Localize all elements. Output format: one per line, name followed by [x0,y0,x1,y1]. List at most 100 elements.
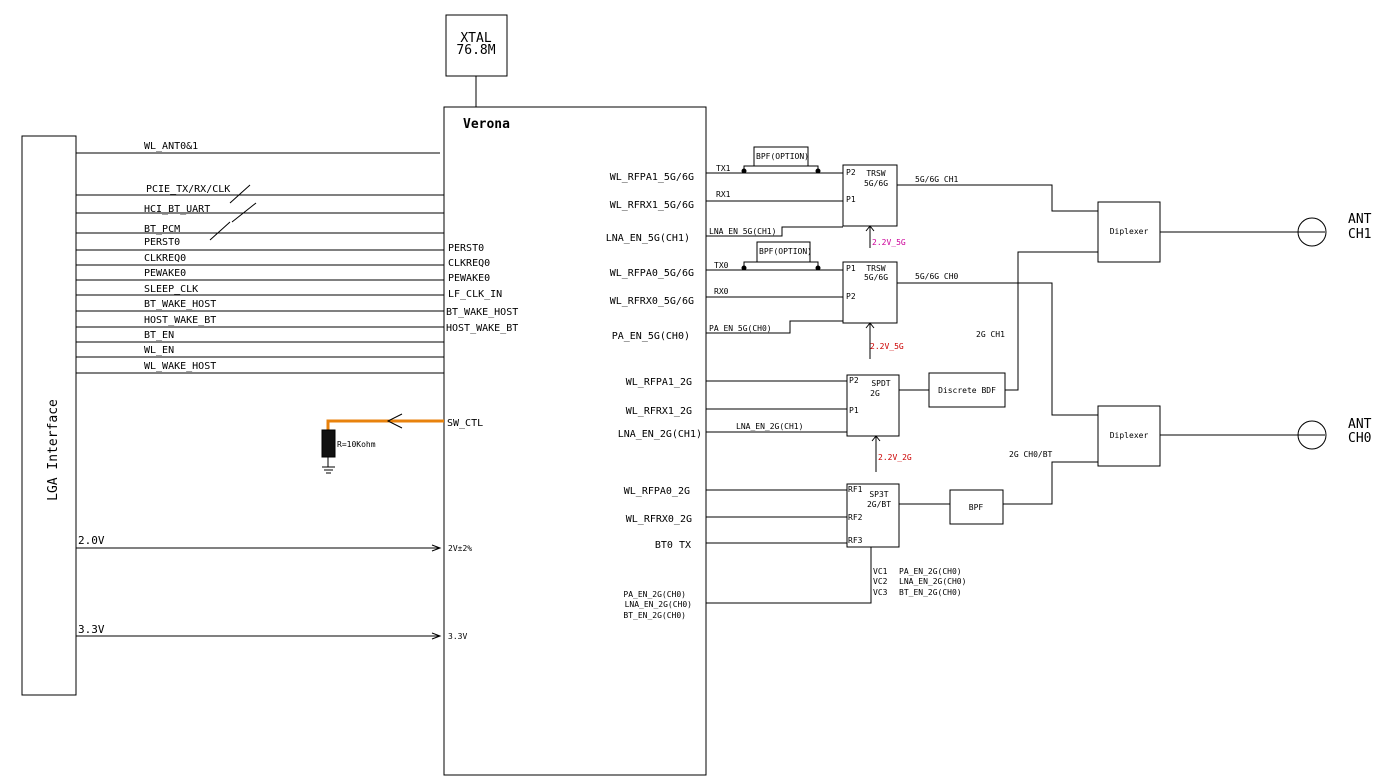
path-5g-ch1: BPF(OPTION) TX1 RX1 LNA_EN_5G(CH1) [706,146,843,237]
pin-lf-clk-in: LF_CLK_IN [448,289,502,300]
lga-signal-labels: WL_ANT0&1 PCIE_TX/RX/CLK HCI_BT_UART BT_… [144,141,230,372]
sw-ctl-circuit: R=10Kohm [321,413,444,474]
sp3t-vc1-signal: PA_EN_2G(CH0) [899,567,962,576]
pin-bt-en-2g-ch0: BT_EN_2G(CH0) [623,611,686,620]
diplexer-ch1-label: Diplexer [1110,227,1149,236]
net-5g6g-ch1: 5G/6G CH1 [915,175,959,184]
spdt-pin-p1: P1 [849,406,859,415]
sp3t-pin-vc3: VC3 [873,588,888,597]
pin-wl-rfrx1-2g: WL_RFRX1_2G [626,406,692,417]
sp3t-controls: VC1 VC2 VC3 PA_EN_2G(CH0) LNA_EN_2G(CH0)… [873,567,966,597]
spdt-pin-p2: P2 [849,376,859,385]
bpf-option-ch1-label: BPF(OPTION) [756,152,809,161]
trsw-ch0-band: 5G/6G [864,273,888,282]
xtal-label: XTAL [460,31,491,46]
pin-wl-rfrx1-5g: WL_RFRX1_5G/6G [610,200,694,211]
hci-bt-uart-label: HCI_BT_UART [144,204,210,215]
trsw-ch0: P1 P2 TRSW 5G/6G [842,261,898,324]
pin-sw-ctl: SW_CTL [447,418,483,429]
trsw-ch1-pin-p1: P1 [846,195,856,204]
pin-pa-en-5g-ch0: PA_EN_5G(CH0) [612,331,690,342]
lga-interface-label: LGA Interface [46,399,61,501]
verona-chip: Verona [443,106,707,776]
antenna-ch0-label: ANT [1348,417,1372,432]
trsw-ch1-band: 5G/6G [864,179,888,188]
rail-3v3-label: 3.3V [78,623,105,636]
bpf-option-ch0 [756,241,811,263]
bpf-2g: BPF [949,489,1004,525]
pin-pa-en-2g-ch0: PA_EN_2G(CH0) [623,590,686,599]
net-rx1: RX1 [716,190,731,199]
trsw-ch1-label: TRSW [866,169,885,178]
trsw-ch0-pin-p2: P2 [846,292,856,301]
net-lna-en-5g-ch1: LNA_EN_5G(CH1) [709,227,776,236]
trsw-ch0-pin-p1: P1 [846,264,856,273]
rail-2v2-2g: 2.2V_2G [878,453,912,462]
pcie-label: PCIE_TX/RX/CLK [146,184,230,195]
verona-right-pins: WL_RFPA1_5G/6G WL_RFRX1_5G/6G LNA_EN_5G(… [606,172,702,620]
discrete-bdf: Discrete BDF [928,372,1006,408]
antenna-ch0: ANT CH0 [1160,417,1372,450]
rail-2v2-5g-ch0: 2.2V_5G [870,342,904,351]
path-2g-ch0 [706,489,872,604]
net-2g-ch0-bt: 2G CH0/BT [1009,450,1053,459]
sp3t-band: 2G/BT [867,500,891,509]
xtal-block: XTAL 76.8M [445,14,508,77]
diplexer-ch0: Diplexer [1097,405,1161,467]
net-2g-ch1: 2G CH1 [976,330,1005,339]
pin-pewake0: PEWAKE0 [448,273,490,284]
spdt-band: 2G [870,389,880,398]
antenna-ch1-label: ANT [1348,212,1372,227]
discrete-bdf-label: Discrete BDF [938,386,996,395]
net-5g6g-ch0: 5G/6G CH0 [915,272,959,281]
net-rx0: RX0 [714,287,729,296]
host-wake-bt-label: HOST_WAKE_BT [144,315,216,326]
path-2g-ch1: LNA_EN_2G(CH1) [706,380,847,433]
pin-wl-rfrx0-5g: WL_RFRX0_5G/6G [610,296,694,307]
pin-bt0-tx: BT0 TX [655,540,691,551]
rail-2v0-label: 2.0V [78,534,105,547]
wl-wake-host-label: WL_WAKE_HOST [144,361,216,372]
path-5g-ch0: BPF(OPTION) TX0 RX0 PA_EN_5G(CH0) [706,241,843,334]
lga-signal-wires [76,152,444,374]
sw-ctl-arrow [386,413,403,429]
sw-ctl-wire [326,419,444,430]
pewake0-label: PEWAKE0 [144,268,186,279]
antenna-ch1-icon [1297,217,1327,247]
sp3t-pin-rf3: RF3 [848,536,863,545]
bpf-2g-label: BPF [969,503,984,512]
diplexer-ch0-label: Diplexer [1110,431,1149,440]
lga-interface-block: LGA Interface [21,135,77,696]
antenna-ch0-channel: CH0 [1348,431,1371,446]
pin-perst0: PERST0 [448,243,484,254]
pin-3v3: 3.3V [448,632,467,641]
pin-wl-rfrx0-2g: WL_RFRX0_2G [626,514,692,525]
sp3t-pin-vc2: VC2 [873,577,888,586]
trsw-ch1: P2 P1 TRSW 5G/6G [842,164,898,227]
pulldown-resistor [321,429,336,458]
antenna-ch1-channel: CH1 [1348,227,1371,242]
diplexer-ch1: Diplexer [1097,201,1161,263]
pin-lna-en-5g-ch1: LNA_EN_5G(CH1) [606,233,690,244]
pin-host-wake-bt: HOST_WAKE_BT [446,323,518,334]
net-tx1: TX1 [716,164,731,173]
bt-en-label: BT_EN [144,330,174,341]
spdt-2g: P2 P1 SPDT 2G [846,374,900,437]
pin-wl-rfpa0-2g: WL_RFPA0_2G [624,486,690,497]
net-tx0: TX0 [714,261,729,270]
sp3t-pin-vc1: VC1 [873,567,888,576]
net-lna-en-2g-ch1: LNA_EN_2G(CH1) [736,422,803,431]
wl-en-label: WL_EN [144,345,174,356]
diplexer-routing: 5G/6G CH1 2G CH1 5G/6G CH0 2G CH0/BT [897,175,1098,505]
pin-wl-rfpa1-2g: WL_RFPA1_2G [626,377,692,388]
bt-wake-host-label: BT_WAKE_HOST [144,299,216,310]
sp3t-pin-rf2: RF2 [848,513,863,522]
antenna-ch0-icon [1297,420,1327,450]
net-pa-en-5g-ch0: PA_EN_5G(CH0) [709,324,772,333]
pin-lna-en-2g-ch1: LNA_EN_2G(CH1) [618,429,702,440]
sp3t-vc3-signal: BT_EN_2G(CH0) [899,588,962,597]
sp3t-label: SP3T [869,490,888,499]
verona-title: Verona [463,117,510,132]
bt-pcm-label: BT_PCM [144,224,180,235]
